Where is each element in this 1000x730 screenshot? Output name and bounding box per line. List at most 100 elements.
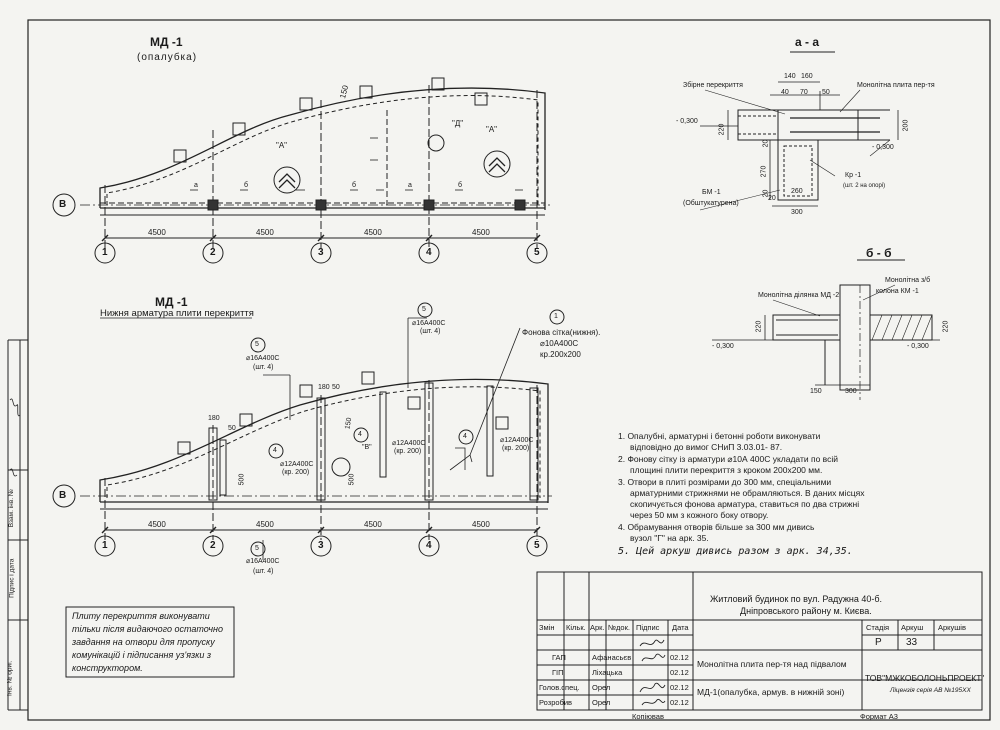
note-handwritten: 5. Цей аркуш дивись разом з арк. 34,35.: [618, 546, 853, 557]
top-span-2: 4500: [256, 228, 274, 237]
bb-mark-left: - 0,300: [712, 343, 734, 350]
tb-row4-name: Орел: [592, 698, 611, 707]
leader-5-bot-text: ⌀16А400С: [246, 558, 280, 565]
tb-row1-role: ГАП: [552, 653, 566, 662]
bottom-span-2: 4500: [256, 520, 274, 529]
tb-stage-h: Стадія: [866, 623, 890, 632]
bb-dim-220-r: 220: [942, 320, 950, 333]
tb-project2: Дніпровського району м. Києва.: [740, 606, 872, 616]
bottom-span-4: 4500: [472, 520, 490, 529]
strip-sign-date: Підпис і дата: [8, 558, 16, 598]
top-span-4: 4500: [472, 228, 490, 237]
aa-dim-70: 70: [800, 89, 808, 96]
tb-h-doc: №док.: [608, 623, 630, 632]
bb-dim-300: 300: [845, 388, 857, 395]
leader-5-left-text: ⌀16А400С: [246, 355, 280, 362]
tb-row1-name: Афанасьєв: [592, 653, 632, 662]
note-line-1: 1. Опалубні, арматурні і бетонні роботи …: [618, 431, 821, 441]
side-note-3: завдання на отвори для пропуску: [72, 637, 215, 647]
aa-mark-left: - 0,300: [676, 118, 698, 125]
rebar-4-a-step: (кр. 200): [282, 469, 310, 476]
side-note-5: конструктором.: [72, 663, 143, 673]
top-plan-subtitle: (опалубка): [137, 52, 198, 63]
rebar-4-a-num: 4: [273, 447, 277, 454]
aa-mark-right: - 0,300: [872, 144, 894, 151]
leader-5-left-num: 5: [255, 341, 259, 348]
tb-h-kilk: Кільк.: [566, 623, 586, 632]
leader-1-num: 1: [554, 313, 558, 320]
top-span-3: 4500: [364, 228, 382, 237]
tb-row1-date: 02.12: [670, 653, 689, 662]
aa-dim-50: 50: [822, 89, 830, 96]
aa-beam-note: (Обштукатурена): [683, 200, 739, 207]
aa-dim-20a: 20: [762, 139, 770, 148]
rebar-4-c-text: ⌀12А400С: [500, 437, 534, 444]
bb-mark-right: - 0,300: [907, 343, 929, 350]
leader-5-bot-sub: (шт. 4): [253, 568, 274, 575]
side-note-2: тільки після видаючого остаточно: [72, 624, 223, 634]
bottom-axis-3: 3: [318, 540, 324, 551]
bb-dim-150: 150: [810, 388, 822, 395]
tb-h-date: Дата: [672, 623, 689, 632]
side-note-1: Плиту перекриття виконувати: [72, 611, 210, 621]
tb-sheet: 33: [906, 637, 918, 648]
tb-row4-role: Розробив: [539, 698, 573, 707]
tb-row3-role: Голов.спец.: [539, 683, 580, 692]
bottom-plan-subtitle: Нижня арматура плити перекриття: [100, 308, 254, 319]
top-callout-a2: "А": [486, 125, 498, 134]
top-sec-b-2: б: [352, 182, 357, 189]
tb-stage: Р: [875, 637, 882, 648]
tb-h-sign: Підпис: [636, 623, 660, 632]
tb-h-ark: Арк.: [590, 623, 605, 632]
aa-dim-200: 200: [902, 119, 910, 132]
bottom-axis-1: 1: [102, 540, 108, 551]
aa-dim-140: 140: [784, 73, 796, 80]
tb-sheet-title2: МД-1(опалубка, армув. в нижній зоні): [697, 687, 845, 697]
tb-format: Формат А3: [860, 712, 898, 721]
section-aa-title: а - а: [795, 35, 820, 49]
callout-v: "В": [362, 444, 372, 451]
leader-5-top-text: ⌀16А400С: [412, 320, 446, 327]
note-line-4: площині плити перекриття з кроком 200х20…: [630, 465, 823, 475]
aa-beam: БМ -1: [702, 189, 721, 196]
bottom-span-1: 4500: [148, 520, 166, 529]
tb-h-zmin: Змін: [539, 623, 555, 632]
aa-dim-160: 160: [801, 73, 813, 80]
mesh-title: Фонова сітка(нижня).: [522, 328, 601, 337]
leader-5-top-num: 5: [422, 306, 426, 313]
tb-sheet-h: Аркуш: [901, 623, 924, 632]
note-line-3: 2. Фонову сітку із арматури ⌀10А 400С ук…: [618, 454, 838, 464]
top-callout-a1: "А": [276, 141, 288, 150]
dim-50-a: 50: [228, 425, 236, 432]
tb-row3-name: Орел: [592, 683, 611, 692]
side-note-4: комунікацій і підписання уз'язки з: [72, 650, 212, 660]
leader-5-bot-num: 5: [255, 545, 259, 552]
rebar-4-c-num: 4: [463, 433, 467, 440]
note-line-2: відповідно до вимог СНиП 3.03.01- 87.: [630, 442, 783, 452]
tb-sheet-title: Монолітна плита пер-тя над підвалом: [697, 659, 847, 669]
strip-inv-replace: Взам. інв. №: [7, 489, 15, 528]
top-sec-b-1: б: [244, 182, 249, 189]
aa-dim-40: 40: [781, 89, 789, 96]
bottom-axis-2: 2: [210, 540, 216, 551]
top-callout-d: "Д": [452, 119, 464, 128]
top-axis-2: 2: [210, 247, 216, 258]
mesh-step: кр.200х200: [540, 350, 581, 359]
bottom-axis-5: 5: [534, 540, 540, 551]
bottom-axis-4: 4: [426, 540, 432, 551]
aa-dim-260: 260: [791, 188, 803, 195]
note-line-10: вузол "Г" на арк. 35.: [630, 533, 709, 543]
note-line-6: арматурними стрижнями не обрамляються. В…: [630, 488, 865, 498]
aa-dim-220: 220: [718, 123, 726, 136]
section-bb-title: б - б: [866, 246, 892, 260]
mesh-bar: ⌀10А400С: [540, 339, 579, 348]
tb-sheets-h: Аркушів: [938, 623, 966, 632]
tb-row4-date: 02.12: [670, 698, 689, 707]
aa-kr-note: (шт. 2 на опорі): [843, 183, 886, 189]
bottom-span-3: 4500: [364, 520, 382, 529]
tb-copied: Копіював: [632, 712, 664, 721]
aa-kr: Кр -1: [845, 172, 862, 179]
top-span-1: 4500: [148, 228, 166, 237]
top-axis-1: 1: [102, 247, 108, 258]
rebar-4-c-step: (кр. 200): [502, 445, 530, 452]
